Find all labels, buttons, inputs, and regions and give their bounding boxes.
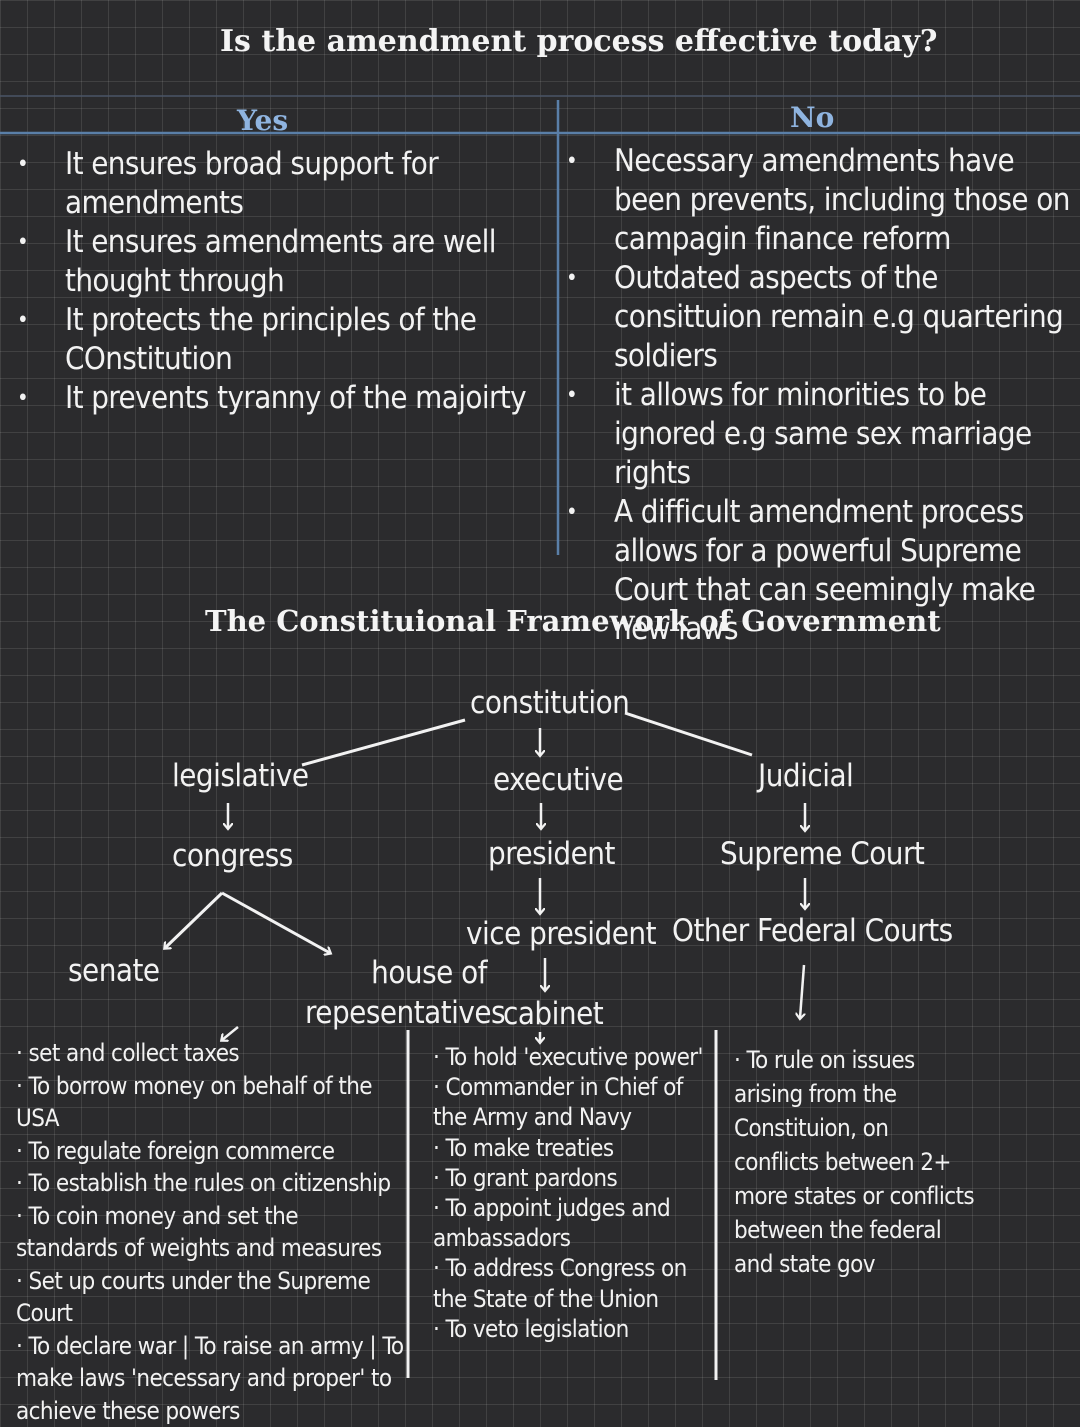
president-power: · To address Congress on the State of th… (433, 1253, 713, 1313)
yes-point: •It protects the principles of the COnst… (65, 301, 550, 379)
node-vice-president: vice president (466, 916, 656, 952)
arrow-congress-senate (165, 893, 222, 948)
node-judicial: Judicial (758, 758, 853, 794)
congress-power: · To establish the rules on citizenship (16, 1167, 404, 1200)
no-point: •Necessary amendments have been prevents… (614, 142, 1076, 259)
node-legislative: legislative (172, 758, 309, 794)
node-president: president (488, 836, 615, 872)
node-executive: executive (493, 762, 623, 798)
yes-points-list: •It ensures broad support for amendments… (65, 145, 550, 418)
arrow-federal-courts-duties (800, 965, 804, 1018)
framework-section-title: The Constituional Framework of Governmen… (205, 604, 941, 638)
no-point: •Outdated aspects of the consittuion rem… (614, 259, 1076, 376)
no-point: •it allows for minorities to be ignored … (614, 376, 1076, 493)
amendment-section-title: Is the amendment process effective today… (220, 24, 938, 59)
court-power: · To rule on issues arising from the Con… (734, 1043, 974, 1281)
no-points-list: •Necessary amendments have been prevents… (614, 142, 1076, 649)
congress-powers-list: · set and collect taxes · To borrow mone… (16, 1037, 404, 1427)
yes-point: •It prevents tyranny of the majoirty (65, 379, 550, 418)
constitution-to-legislative-line (302, 720, 465, 765)
constitution-to-judicial-line (625, 713, 752, 755)
president-power: · To make treaties (433, 1133, 713, 1163)
yes-column-heading: Yes (237, 104, 288, 137)
president-power: · To hold 'executive power' (433, 1042, 713, 1072)
yes-point: •It ensures amendments are well thought … (65, 223, 550, 301)
president-power: · To appoint judges and ambassadors (433, 1193, 713, 1253)
president-power: · Commander in Chief of the Army and Nav… (433, 1072, 713, 1132)
congress-power: · Set up courts under the Supreme Court (16, 1265, 404, 1330)
congress-power: · To coin money and set the standards of… (16, 1200, 404, 1265)
congress-power: · To declare war | To raise an army | To… (16, 1330, 404, 1427)
president-powers-list: · To hold 'executive power' · Commander … (433, 1042, 713, 1344)
node-other-federal-courts: Other Federal Courts (672, 913, 953, 949)
node-house: house of repesentatives (305, 953, 487, 1033)
president-power: · To grant pardons (433, 1163, 713, 1193)
node-congress: congress (172, 838, 293, 874)
congress-power: · To borrow money on behalf of the USA (16, 1070, 404, 1135)
node-senate: senate (68, 953, 160, 989)
congress-power: · To regulate foreign commerce (16, 1135, 404, 1168)
court-powers-list: · To rule on issues arising from the Con… (734, 1043, 974, 1281)
no-column-heading: No (790, 101, 834, 134)
congress-power: · set and collect taxes (16, 1037, 404, 1070)
president-power: · To veto legislation (433, 1314, 713, 1344)
arrow-congress-house (222, 893, 330, 953)
yes-point: •It ensures broad support for amendments (65, 145, 550, 223)
node-constitution: constitution (470, 685, 629, 721)
node-cabinet: cabinet (503, 996, 603, 1032)
node-supreme-court: Supreme Court (720, 836, 924, 872)
